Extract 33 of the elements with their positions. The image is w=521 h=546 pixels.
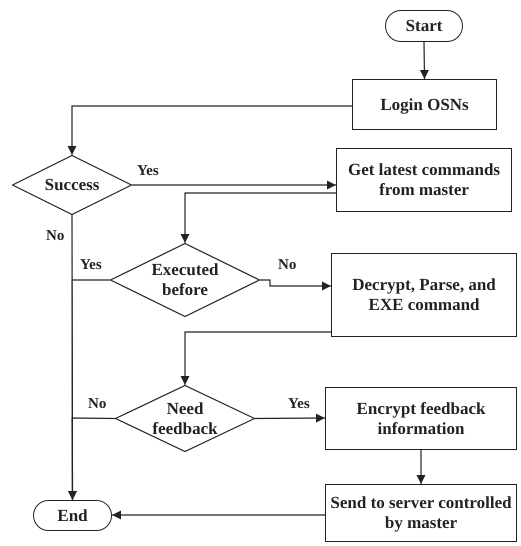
node-label: Decrypt, Parse, and EXE command — [351, 275, 497, 315]
edge-label: Yes — [80, 257, 102, 274]
edge-label: Yes — [137, 163, 159, 180]
arrow — [180, 331, 331, 385]
process-box — [336, 148, 512, 212]
node-label: Success — [44, 175, 100, 195]
edge-label: No — [278, 257, 296, 274]
node-label: End — [57, 506, 88, 526]
terminal-pill — [385, 10, 463, 42]
arrow — [416, 450, 426, 484]
arrow — [255, 414, 325, 423]
arrow — [132, 180, 336, 190]
node-label: Start — [406, 16, 442, 36]
process-box — [352, 79, 497, 130]
node-label: Need feedback — [151, 398, 219, 438]
node-label: Encrypt feedback information — [356, 398, 486, 438]
arrow — [68, 417, 115, 500]
node-label: Login OSNs — [380, 94, 469, 114]
arrow — [420, 42, 429, 79]
edge-label: No — [46, 228, 64, 245]
node-label: Send to server controlled by master — [330, 493, 512, 533]
process-box — [325, 387, 517, 450]
arrow — [180, 192, 336, 243]
terminal-pill — [33, 500, 112, 531]
node-label: Executed before — [150, 260, 220, 300]
process-box — [325, 484, 517, 542]
node-label: Get latest commands from master — [346, 160, 502, 200]
edge-label: No — [88, 396, 106, 413]
arrow — [260, 279, 331, 290]
arrow — [112, 510, 325, 520]
process-box — [331, 253, 517, 337]
edge-label: Yes — [288, 396, 310, 413]
arrow — [68, 105, 352, 155]
